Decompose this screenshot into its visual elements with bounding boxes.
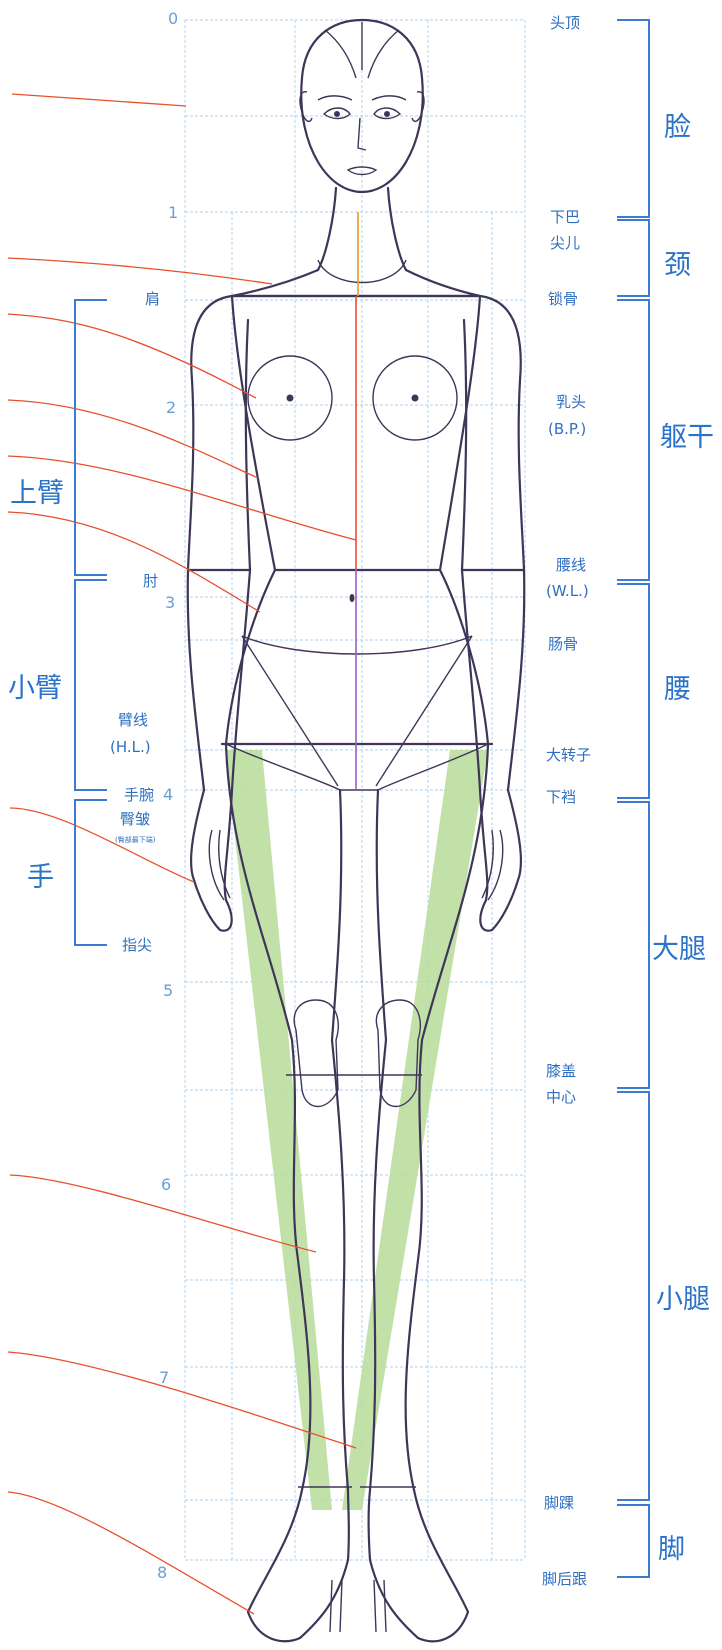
right-group-labels: 脸 颈 躯干 腰 大腿 小腿 脚 (652, 112, 714, 1565)
label-hip-bone: 肠骨 (548, 635, 578, 653)
group-hand: 手 (27, 862, 54, 893)
right-brackets (617, 19, 650, 1578)
label-hip-fold: 臀皱 (120, 810, 150, 828)
label-chin-1: 下巴 (550, 208, 580, 226)
scale-number: 1 (168, 203, 178, 222)
label-crotch: 下裆 (546, 788, 576, 806)
group-forearm: 小臂 (8, 673, 62, 704)
group-foot: 脚 (658, 1534, 685, 1565)
group-upper-arm: 上臂 (10, 478, 64, 509)
group-calf: 小腿 (656, 1284, 710, 1315)
label-heel: 脚后跟 (542, 1570, 587, 1588)
label-wl: (W.L.) (546, 582, 589, 600)
label-arm-line: 臂线 (118, 711, 148, 729)
label-trochanter: 大转子 (546, 746, 591, 764)
label-bp: (B.P.) (548, 420, 586, 438)
scale-number: 4 (163, 785, 173, 804)
label-nipple: 乳头 (556, 393, 586, 411)
scale-number: 6 (161, 1175, 171, 1194)
label-knee-2: 中心 (546, 1088, 576, 1106)
scale-number: 7 (159, 1368, 169, 1387)
left-group-labels: 上臂 小臂 手 (8, 478, 64, 893)
group-waist: 腰 (664, 674, 691, 705)
leg-guide-bands (225, 750, 488, 1510)
label-knee-1: 膝盖 (546, 1062, 576, 1080)
label-chin-2: 尖儿 (550, 234, 580, 252)
label-ankle: 脚踝 (544, 1494, 574, 1512)
right-labels: 头顶 下巴 尖儿 锁骨 乳头 (B.P.) 腰线 (W.L.) 肠骨 大转子 下… (542, 14, 591, 1588)
label-arm-line-abbr: (H.L.) (110, 738, 151, 756)
group-neck: 颈 (664, 250, 691, 281)
label-elbow: 肘 (143, 572, 158, 590)
label-waistline: 腰线 (556, 556, 586, 574)
scale-number: 5 (163, 981, 173, 1000)
scale-number: 8 (157, 1563, 167, 1582)
label-shoulder: 肩 (145, 290, 160, 308)
group-face: 脸 (664, 112, 691, 143)
leader-lines (7, 93, 357, 1615)
label-fingertip: 指尖 (122, 936, 152, 954)
scale-number: 3 (165, 593, 175, 612)
group-torso: 躯干 (660, 422, 714, 453)
head-count-scale: 0 1 2 3 4 5 6 7 8 (157, 9, 178, 1582)
label-hip-fold-note: (臀部最下端) (115, 835, 156, 844)
figure-outline (186, 18, 526, 1643)
label-wrist: 手腕 (124, 786, 154, 804)
group-thigh: 大腿 (652, 934, 706, 965)
left-labels: 肩 肘 臂线 (H.L.) 手腕 臀皱 (臀部最下端) 指尖 (110, 290, 160, 954)
center-lines (355, 212, 359, 790)
scale-number: 0 (168, 9, 178, 28)
label-collarbone: 锁骨 (548, 290, 578, 308)
left-brackets (74, 299, 107, 946)
label-head-top: 头顶 (550, 14, 580, 32)
scale-number: 2 (166, 398, 176, 417)
